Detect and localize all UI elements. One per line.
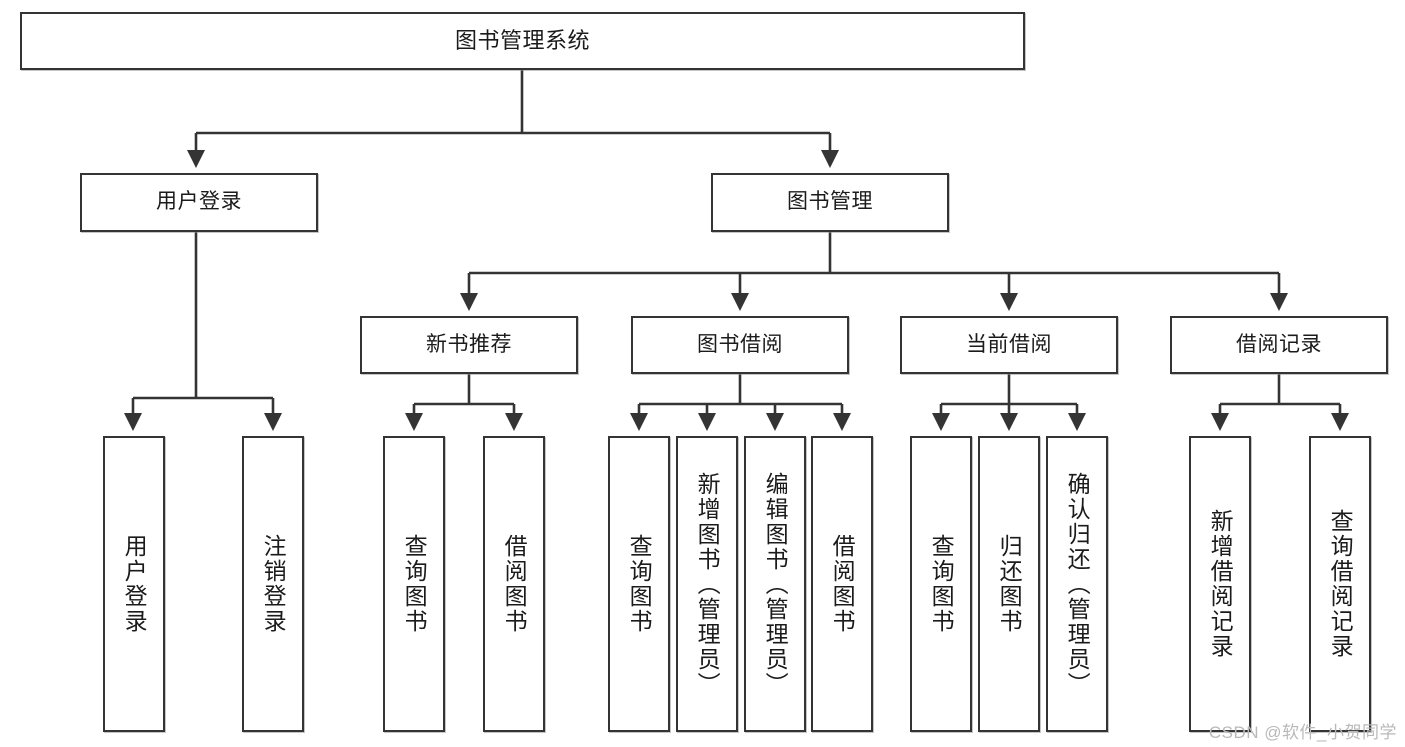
node-book-borrow[interactable]: 图书借阅: [631, 316, 849, 374]
node-new-book-recommend[interactable]: 新书推荐: [360, 316, 578, 374]
leaf-nb-borrow-book[interactable]: 借阅图书: [483, 436, 545, 732]
node-label: 图书管理: [787, 190, 873, 214]
node-label: 用户登录: [156, 190, 242, 214]
node-user-login[interactable]: 用户登录: [80, 173, 318, 232]
node-label: 确认归还（管理员）: [1064, 471, 1091, 697]
leaf-bb-add-book-admin[interactable]: 新增图书（管理员）: [676, 436, 738, 732]
node-label: 查询图书: [928, 534, 955, 634]
node-current-borrow[interactable]: 当前借阅: [900, 316, 1118, 374]
leaf-logout[interactable]: 注销登录: [242, 436, 304, 732]
leaf-br-query-record[interactable]: 查询借阅记录: [1309, 436, 1371, 732]
node-label: 新增借阅记录: [1207, 509, 1234, 659]
node-label: 查询借阅记录: [1327, 509, 1354, 659]
leaf-cb-confirm-return-admin[interactable]: 确认归还（管理员）: [1046, 436, 1108, 732]
node-label: 当前借阅: [966, 332, 1052, 356]
node-label: 编辑图书（管理员）: [762, 471, 789, 697]
leaf-nb-query-book[interactable]: 查询图书: [383, 436, 445, 732]
node-label: 新增图书（管理员）: [694, 471, 721, 697]
leaf-br-add-record[interactable]: 新增借阅记录: [1189, 436, 1251, 732]
node-label: 查询图书: [626, 534, 653, 634]
node-label: 借阅图书: [829, 534, 856, 634]
node-root-book-management-system[interactable]: 图书管理系统: [20, 12, 1025, 70]
node-label: 查询图书: [401, 534, 428, 634]
node-borrow-records[interactable]: 借阅记录: [1170, 316, 1388, 374]
node-label: 归还图书: [996, 534, 1023, 634]
csdn-watermark: CSDN @软件_小贺同学: [1208, 723, 1397, 742]
node-label: 用户登录: [121, 534, 148, 634]
leaf-bb-edit-book-admin[interactable]: 编辑图书（管理员）: [744, 436, 806, 732]
node-label: 注销登录: [260, 534, 287, 634]
leaf-cb-return-book[interactable]: 归还图书: [978, 436, 1040, 732]
leaf-user-login[interactable]: 用户登录: [103, 436, 165, 732]
node-label: 图书管理系统: [454, 28, 590, 54]
node-label: 图书借阅: [697, 332, 783, 356]
leaf-bb-borrow-book[interactable]: 借阅图书: [811, 436, 873, 732]
node-label: 借阅图书: [501, 534, 528, 634]
node-label: 新书推荐: [426, 332, 512, 356]
node-label: 借阅记录: [1236, 332, 1322, 356]
node-book-management[interactable]: 图书管理: [711, 173, 949, 232]
leaf-cb-query-book[interactable]: 查询图书: [910, 436, 972, 732]
leaf-bb-query-book[interactable]: 查询图书: [608, 436, 670, 732]
